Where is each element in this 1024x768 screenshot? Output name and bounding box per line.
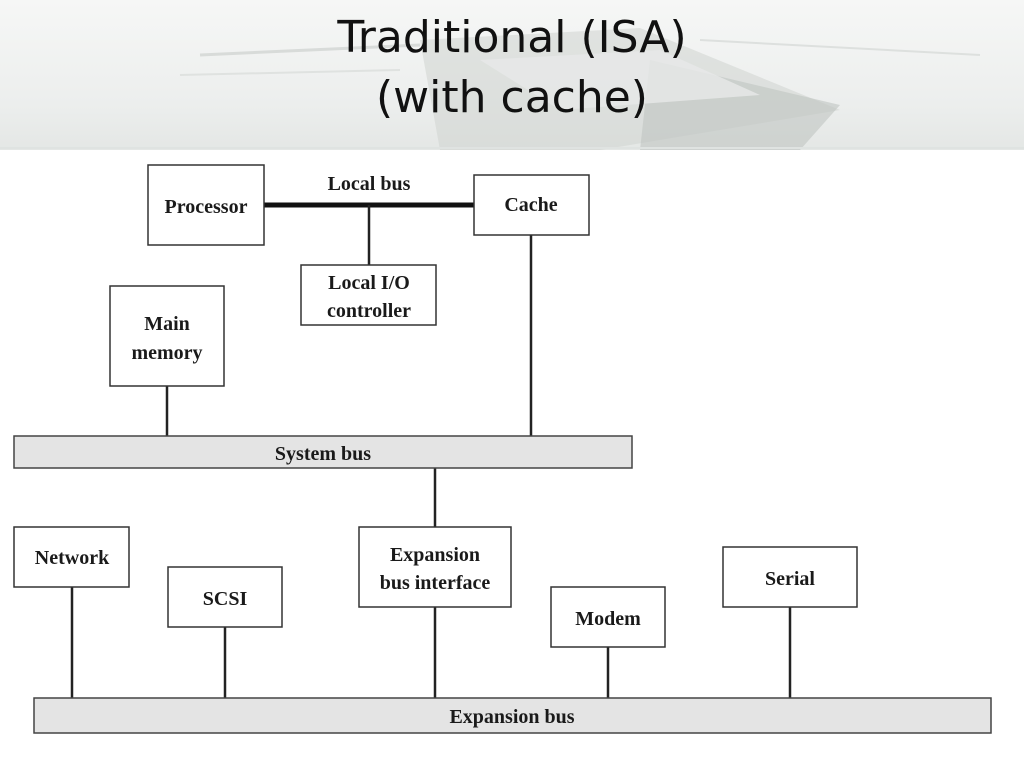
connector-lines (70, 202, 792, 698)
expansion-interface-label-line1: Expansion (390, 544, 480, 566)
local-io-label-line2: controller (327, 300, 411, 322)
main-memory-box: Main memory (109, 285, 225, 387)
slide-title: Traditional (ISA) (with cache) (0, 8, 1024, 128)
header-banner: Traditional (ISA) (with cache) (0, 0, 1024, 150)
chip-photo-background (0, 28, 1024, 150)
system-bus-label: System bus (275, 443, 371, 465)
modem-box: Modem (550, 586, 666, 648)
scsi-label: SCSI (203, 588, 248, 610)
bus-architecture-diagram: Local bus Processor Cache Local I/O cont… (13, 164, 992, 734)
serial-label: Serial (765, 568, 815, 590)
network-box: Network (13, 526, 130, 588)
system-bus: System bus (13, 435, 633, 469)
main-memory-label-line2: memory (131, 342, 202, 364)
expansion-bus-label: Expansion bus (449, 706, 574, 728)
processor-box: Processor (147, 164, 265, 246)
processor-label: Processor (165, 196, 248, 218)
expansion-bus: Expansion bus (33, 697, 992, 734)
cache-label: Cache (504, 194, 557, 216)
modem-label: Modem (575, 608, 641, 630)
network-label: Network (35, 547, 110, 569)
local-bus-label: Local bus (328, 173, 411, 195)
local-io-label-line1: Local I/O (328, 272, 410, 294)
slide-title-line2: (with cache) (376, 72, 648, 123)
serial-box: Serial (722, 546, 858, 608)
main-memory-label-line1: Main (144, 313, 190, 335)
cache-box: Cache (473, 174, 590, 236)
slide-title-line1: Traditional (ISA) (337, 12, 687, 63)
expansion-bus-interface-box: Expansion bus interface (358, 526, 512, 608)
expansion-interface-label-line2: bus interface (380, 572, 491, 594)
scsi-box: SCSI (167, 566, 283, 628)
local-io-controller-box: Local I/O controller (300, 264, 437, 326)
